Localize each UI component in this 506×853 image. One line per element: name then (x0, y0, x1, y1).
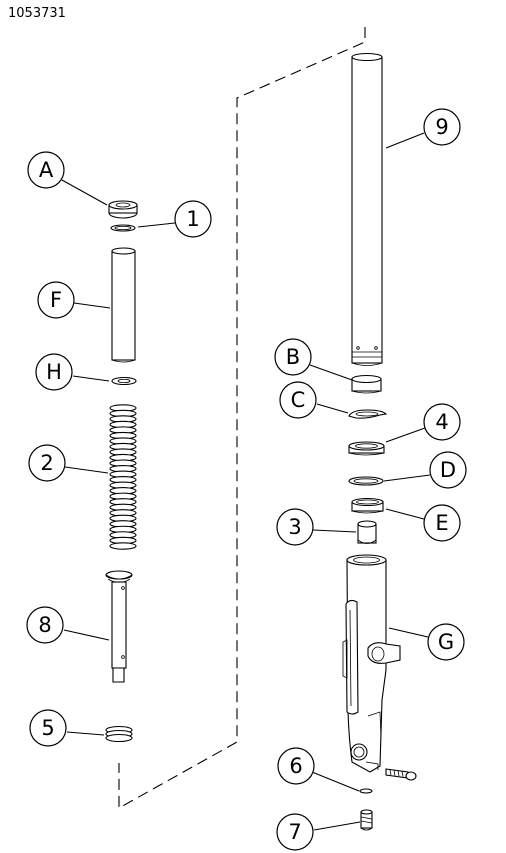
part-f-spacer-tube (111, 247, 136, 363)
svg-text:4: 4 (435, 410, 448, 434)
svg-text:9: 9 (435, 115, 448, 139)
part-d-washer (348, 476, 384, 486)
callout-1: 1 (174, 200, 212, 238)
leader-7 (313, 821, 361, 831)
leader-5 (66, 731, 105, 736)
svg-text:C: C (291, 388, 306, 412)
svg-text:H: H (46, 360, 62, 384)
leader-c (316, 403, 349, 414)
callout-a: A (27, 151, 65, 189)
leader-1 (137, 222, 176, 228)
callout-7: 7 (276, 813, 314, 851)
leader-9 (385, 132, 425, 149)
leader-6 (311, 771, 360, 792)
callout-6: 6 (277, 747, 315, 785)
part-c-retaining-clip (348, 409, 388, 419)
assembly-dashed-line (118, 27, 366, 809)
svg-text:D: D (440, 458, 456, 482)
part-3-oil-lock-piece (357, 520, 377, 544)
part-g-fork-slider (342, 554, 401, 773)
part-2-spring (109, 404, 137, 550)
callout-5: 5 (29, 709, 67, 747)
svg-text:6: 6 (289, 754, 302, 778)
callout-8: 8 (26, 606, 64, 644)
leader-b (309, 364, 353, 381)
callout-b: B (274, 338, 312, 376)
figure-id: 1053731 (8, 6, 66, 21)
svg-text:2: 2 (40, 451, 53, 475)
spring-coil (109, 542, 137, 550)
callout-3: 3 (276, 508, 314, 546)
callout-g: G (427, 623, 465, 661)
part-e-slider-bushing (351, 497, 384, 514)
part-5-rebound-spring (105, 725, 133, 743)
svg-text:1: 1 (186, 207, 199, 231)
svg-text:7: 7 (288, 820, 301, 844)
svg-text:A: A (39, 158, 54, 182)
callout-d: D (429, 451, 467, 489)
part-a-cap (108, 200, 138, 219)
svg-text:E: E (435, 511, 448, 535)
callout-9: 9 (423, 108, 461, 146)
leader-a (61, 179, 108, 206)
leader-g (388, 627, 429, 638)
leader-f (73, 302, 111, 309)
svg-text:B: B (286, 345, 300, 369)
callout-2: 2 (28, 444, 66, 482)
callout-4: 4 (423, 403, 461, 441)
part-7-bolt (360, 809, 373, 831)
svg-text:8: 8 (38, 613, 51, 637)
part-4-oil-seal (348, 441, 385, 456)
slider-side-screw (385, 768, 417, 781)
part-6-washer (359, 788, 373, 794)
part-9-fork-tube (351, 52, 383, 366)
svg-text:F: F (50, 288, 62, 312)
svg-text:G: G (438, 630, 454, 654)
part-1-o-ring (110, 224, 136, 232)
part-h-washer (111, 376, 137, 386)
callout-h: H (35, 353, 73, 391)
leader-d (383, 474, 431, 482)
callout-c: C (279, 381, 317, 419)
svg-text:3: 3 (288, 515, 301, 539)
leader-h (72, 375, 110, 382)
svg-text:5: 5 (41, 716, 54, 740)
part-8-damper-rod (105, 570, 133, 683)
leader-3 (312, 529, 357, 533)
callout-f: F (37, 281, 75, 319)
part-b-bushing (351, 374, 382, 394)
leader-4 (385, 427, 426, 443)
callout-e: E (423, 504, 461, 542)
leader-8 (63, 629, 110, 641)
leader-e (385, 508, 425, 520)
leader-2 (64, 466, 109, 474)
